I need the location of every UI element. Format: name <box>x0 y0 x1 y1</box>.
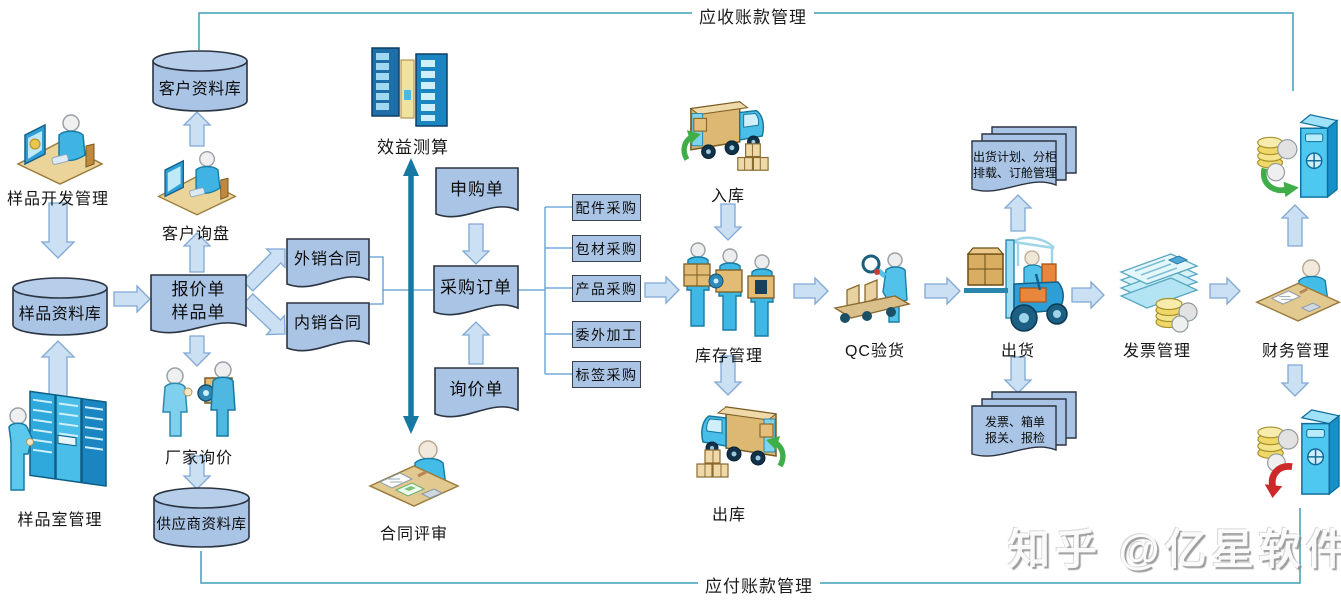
benefit-calc-label: 效益测算 <box>377 138 449 157</box>
outbound-label: 出库 <box>711 507 746 524</box>
customer-inquiry-label: 客户询盘 <box>161 226 230 243</box>
sample-dev-label: 样品开发管理 <box>6 191 109 208</box>
double-arrow <box>403 158 419 434</box>
people-boxes-icon <box>676 238 780 338</box>
invoice-papers-coins-icon <box>1113 238 1201 334</box>
cabinet-person-icon <box>6 382 112 502</box>
contract-review-label: 合同评审 <box>379 526 448 543</box>
shipping-plan-line1: 出货计划、分柜 <box>973 150 1058 164</box>
shipping-docs-line1: 发票、箱单 <box>984 415 1045 429</box>
purchase-request-doc: 申购单 <box>435 167 519 220</box>
outbound-truck-icon <box>692 396 786 490</box>
shipping-label: 出货 <box>1000 343 1035 360</box>
sample-db-label: 样品资料库 <box>18 306 102 323</box>
shipping-docs-line2: 报关、报检 <box>984 431 1045 445</box>
procurement-item-label: 标签采购 <box>572 361 641 388</box>
purchase-order-doc: 采购订单 <box>433 265 519 318</box>
export-contract-label: 外销合同 <box>293 251 362 268</box>
desk-review-icon <box>366 430 462 516</box>
qc-label: QC验货 <box>844 343 905 360</box>
watermark: 知乎 @亿星软件 <box>1008 526 1341 573</box>
block-arrows <box>40 111 1310 490</box>
supplier-db-cylinder: 供应商资料库 <box>153 487 250 548</box>
safe-coins-red-icon <box>1251 401 1341 501</box>
factory-inquiry-label: 厂家询价 <box>164 450 233 467</box>
inventory-label: 库存管理 <box>694 348 763 365</box>
shipping-docs-doc: 发票、箱单 报关、报检 <box>971 391 1077 461</box>
inquiry-doc-label: 询价单 <box>449 380 504 399</box>
purchase-order-label: 采购订单 <box>440 278 512 297</box>
thin-connectors <box>370 206 572 375</box>
receivables-band-label: 应收账款管理 <box>692 3 814 28</box>
domestic-contract-doc: 内销合同 <box>286 302 370 354</box>
forklift-icon <box>962 226 1070 338</box>
payables-band-label: 应付账款管理 <box>698 572 820 597</box>
qc-conveyor-icon <box>833 248 913 334</box>
purchase-request-label: 申购单 <box>450 180 504 199</box>
servers-icon <box>368 42 452 132</box>
shipping-plan-doc: 出货计划、分柜 排载、订舱管理 <box>971 126 1077 196</box>
safe-coins-green-icon <box>1251 106 1339 204</box>
quote-doc-line1: 报价单 <box>171 280 226 299</box>
export-contract-doc: 外销合同 <box>286 238 370 290</box>
procurement-item-outsourcing: 委外加工 <box>572 321 641 348</box>
quote-sample-doc: 报价单 样品单 <box>150 274 247 336</box>
finance-mgmt-label: 财务管理 <box>1261 343 1330 360</box>
domestic-contract-label: 内销合同 <box>293 315 362 332</box>
customer-db-cylinder: 客户资料库 <box>152 50 248 112</box>
two-people-box-icon <box>153 354 245 442</box>
sample-room-label: 样品室管理 <box>17 512 103 529</box>
person-computer-icon <box>14 106 106 186</box>
invoice-mgmt-label: 发票管理 <box>1122 343 1191 360</box>
inbound-label: 入库 <box>710 188 745 205</box>
sample-db-cylinder: 样品资料库 <box>12 277 108 336</box>
quote-doc-line2: 样品单 <box>171 303 226 322</box>
procurement-item-parts: 配件采购 <box>572 194 641 221</box>
procurement-item-product: 产品采购 <box>572 275 641 302</box>
inquiry-doc: 询价单 <box>434 367 519 420</box>
customer-db-label: 客户资料库 <box>158 81 242 98</box>
shipping-plan-line2: 排载、订舱管理 <box>973 166 1058 180</box>
desk-review-icon <box>1253 246 1341 334</box>
supplier-db-label: 供应商资料库 <box>156 517 247 533</box>
inbound-truck-icon <box>681 93 773 181</box>
procurement-item-packaging: 包材采购 <box>572 235 641 262</box>
person-computer-icon <box>155 141 239 219</box>
